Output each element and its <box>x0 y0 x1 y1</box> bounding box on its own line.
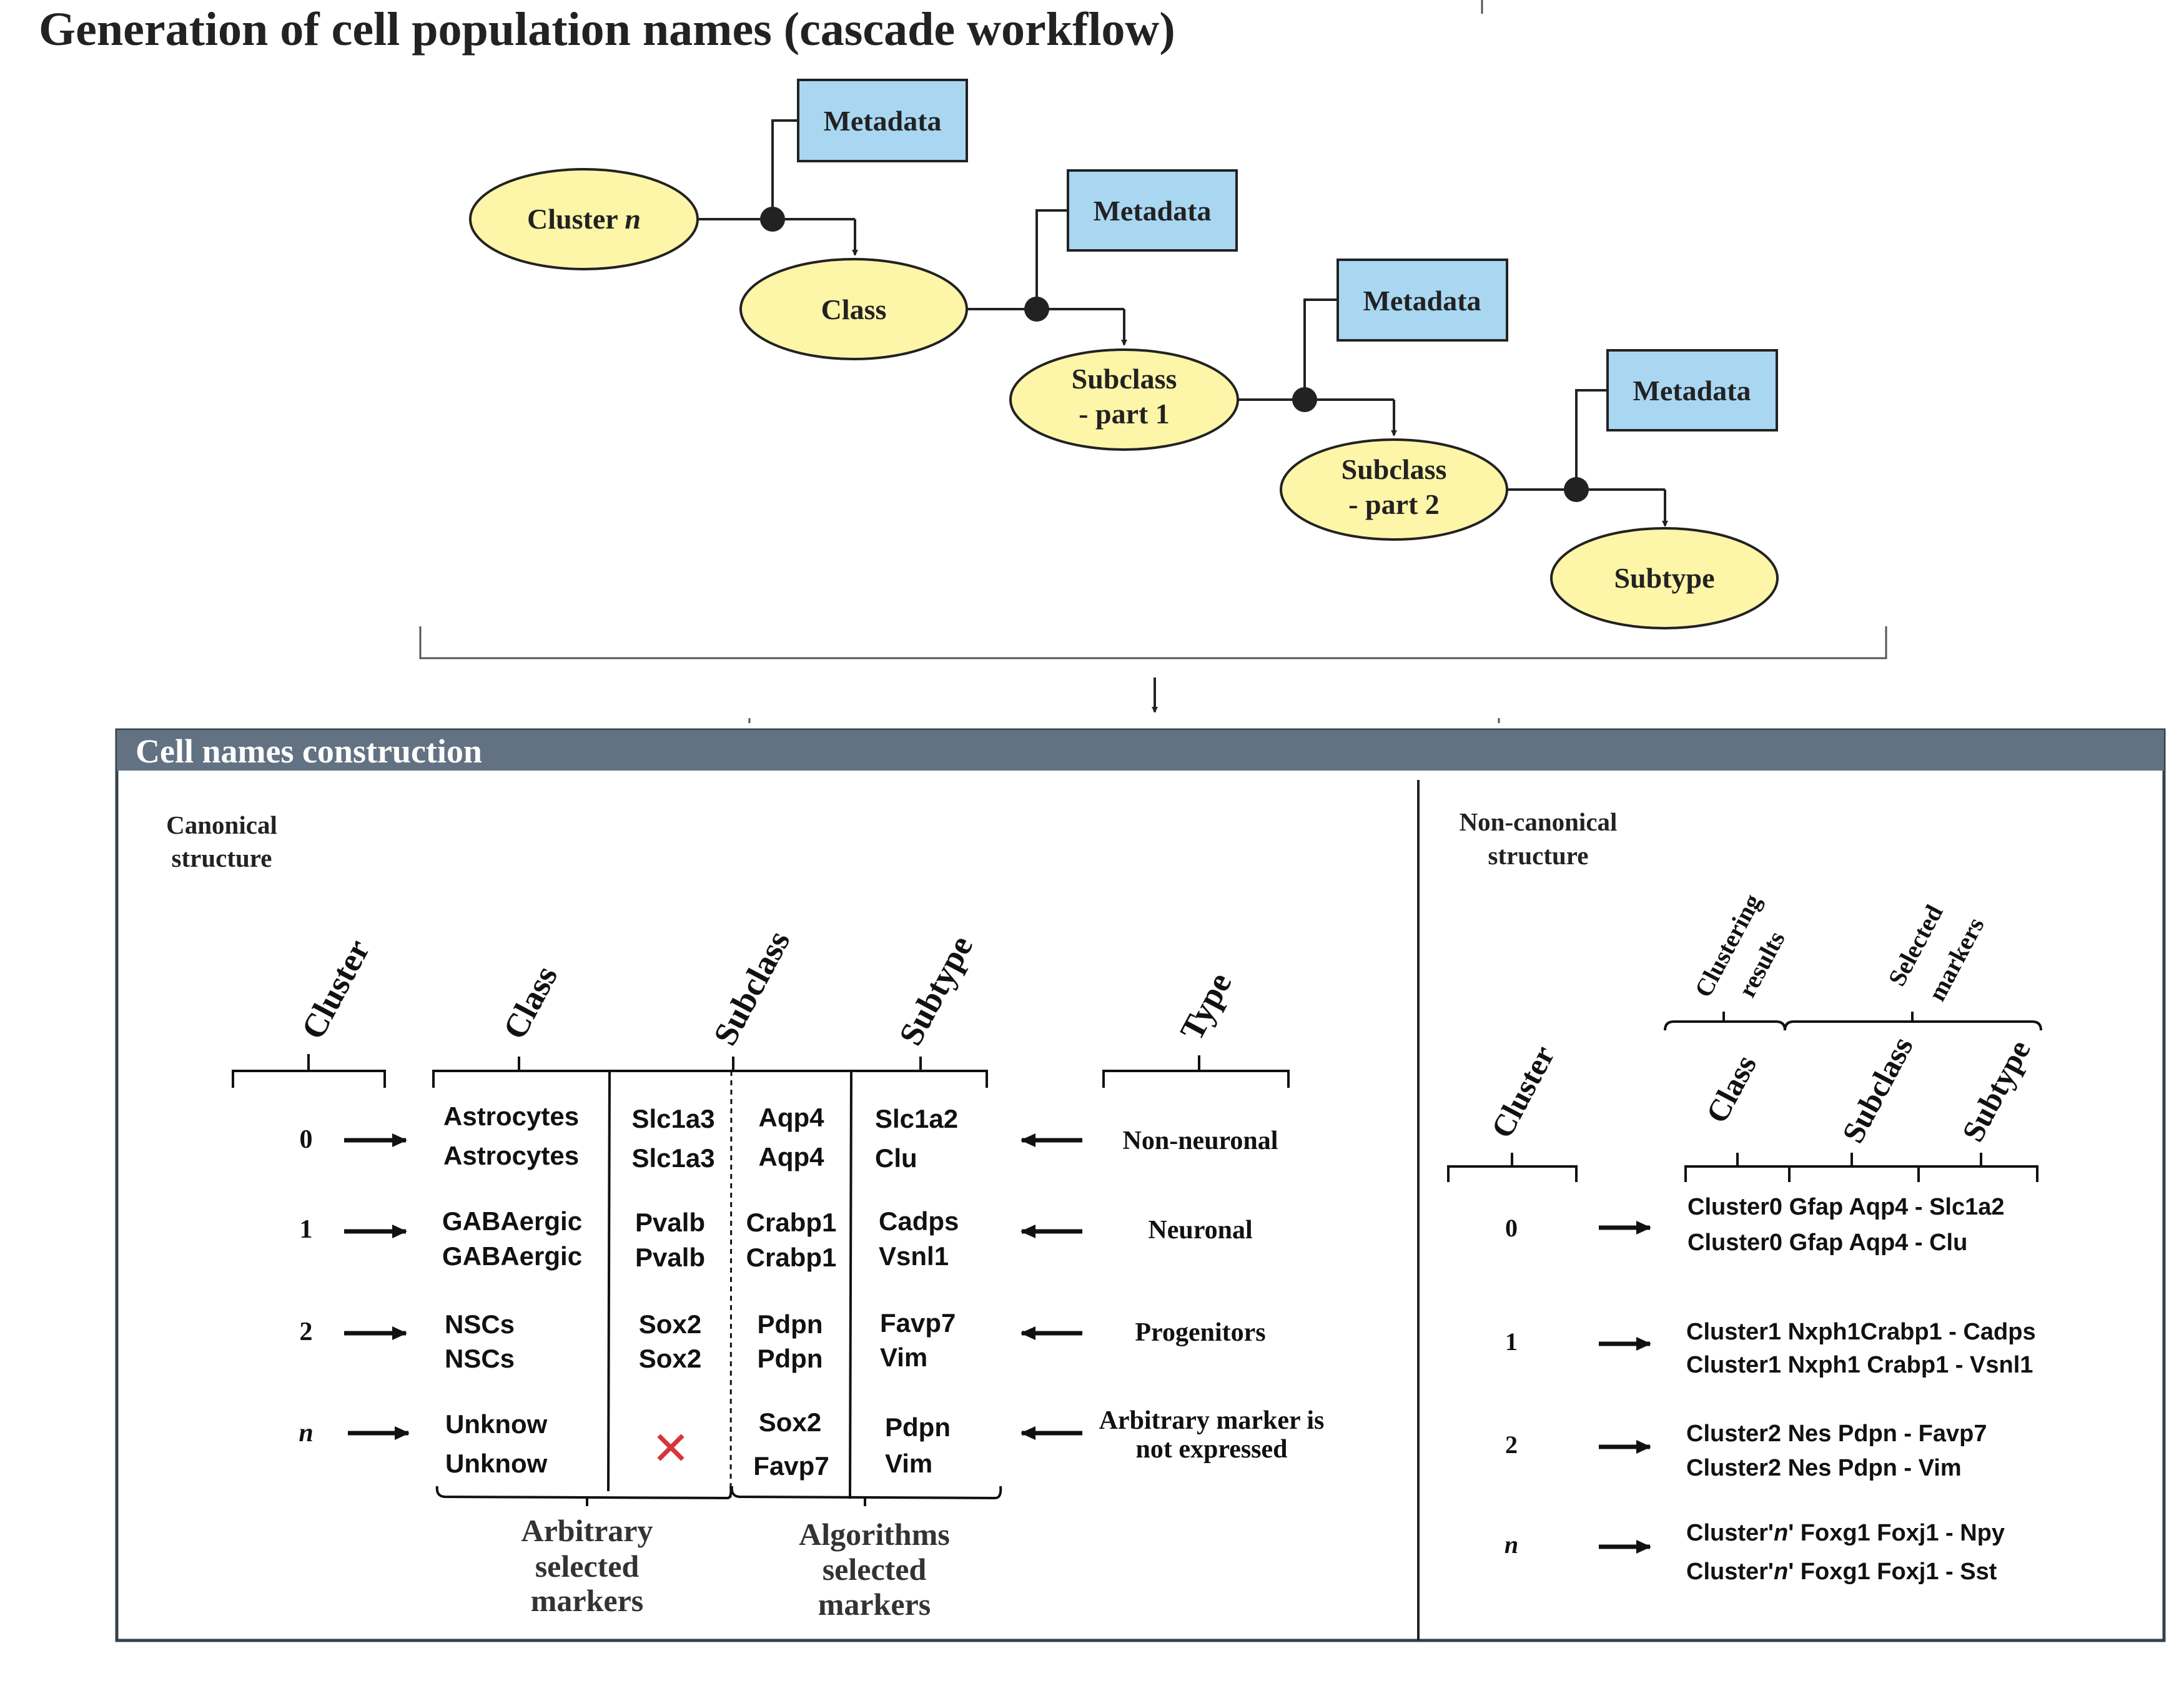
workflow-bracket <box>419 626 1887 659</box>
type-1: Neuronal <box>1148 1216 1252 1245</box>
canonical-right-arrows <box>344 1133 410 1440</box>
algorithms-label-1: Algorithms <box>799 1517 950 1552</box>
alg2-2-b: Vim <box>880 1343 927 1372</box>
arb-2-a: Sox2 <box>639 1309 701 1339</box>
class-n-b: Unknow <box>445 1449 548 1478</box>
alg1-n-b: Favp7 <box>753 1451 829 1481</box>
nc-name-2-b: Cluster2 Nes Pdpn - Vim <box>1686 1455 1962 1481</box>
arb-0-a: Slc1a3 <box>631 1104 714 1133</box>
alg1-2-b: Pdpn <box>758 1344 823 1373</box>
nc-cluster-1: 1 <box>1505 1328 1518 1356</box>
alg1-n-a: Sox2 <box>759 1408 821 1437</box>
class-2-a: NSCs <box>445 1309 515 1339</box>
metadata-label-3: Metadata <box>1363 285 1481 317</box>
canonical-header-brackets <box>232 1054 1290 1088</box>
canonical-cluster-0: 0 <box>300 1125 313 1154</box>
class-0-b: Astrocytes <box>443 1141 579 1170</box>
canonical-cluster-2: 2 <box>300 1318 313 1346</box>
node-subclass1-label-2: - part 1 <box>1079 398 1170 430</box>
class-1-a: GABAergic <box>442 1206 582 1236</box>
figure-title: Generation of cell population names (cas… <box>39 3 1175 56</box>
nc-name-0-a: Cluster0 Gfap Aqp4 - Slc1a2 <box>1687 1194 2005 1220</box>
arb-1-a: Pvalb <box>635 1208 705 1237</box>
node-class-label: Class <box>821 293 887 325</box>
nc-name-1-a: Cluster1 Nxph1Crabp1 - Cadps <box>1686 1319 2036 1345</box>
node-subtype-label: Subtype <box>1614 562 1714 594</box>
class-0-a: Astrocytes <box>443 1102 579 1131</box>
type-n-2: not expressed <box>1135 1435 1287 1464</box>
panel-header-title: Cell names construction <box>136 732 482 770</box>
node-subclass1-label-1: Subclass <box>1072 363 1177 395</box>
arbitrary-label-1: Arbitrary <box>521 1513 653 1548</box>
alg1-1-b: Crabp1 <box>746 1243 837 1272</box>
metadata-box-4 <box>1606 349 1778 431</box>
nc-cluster-0: 0 <box>1505 1214 1518 1242</box>
group-brackets <box>1664 1012 2042 1031</box>
canonical-heading-2: structure <box>172 844 272 872</box>
node-cluster-label: Cluster n <box>527 203 641 235</box>
arb-2-b: Sox2 <box>639 1344 701 1373</box>
noncanonical-arrows <box>1599 1221 1651 1554</box>
arb-0-b: Slc1a3 <box>631 1143 714 1173</box>
nc-cluster-n: n <box>1505 1531 1518 1559</box>
alg2-n-b: Vim <box>885 1449 932 1478</box>
canonical-cluster-n: n <box>299 1419 313 1447</box>
arbitrary-label-2: selected <box>535 1549 640 1584</box>
canonical-heading-1: Canonical <box>166 811 277 839</box>
nc-name-2-a: Cluster2 Nes Pdpn - Favp7 <box>1686 1421 1987 1447</box>
metadata-label-1: Metadata <box>823 105 941 137</box>
alg2-1-a: Cadps <box>879 1206 959 1236</box>
alg1-0-b: Aqp4 <box>759 1142 825 1171</box>
algorithms-label-3: markers <box>818 1587 931 1622</box>
alg2-0-b: Clu <box>875 1143 917 1173</box>
alg1-1-a: Crabp1 <box>746 1208 837 1237</box>
noncanonical-heading-2: structure <box>1488 841 1589 870</box>
alg1-2-a: Pdpn <box>758 1309 823 1339</box>
node-subclass-part2 <box>1280 438 1508 541</box>
alg2-0-a: Slc1a2 <box>875 1104 958 1133</box>
canonical-cluster-1: 1 <box>300 1215 313 1244</box>
alg1-0-a: Aqp4 <box>759 1103 825 1132</box>
alg2-1-b: Vsnl1 <box>879 1241 949 1271</box>
node-subclass2-label-2: - part 2 <box>1348 488 1440 520</box>
no-marker-cross-icon: ✕ <box>651 1422 690 1474</box>
metadata-box-2 <box>1067 169 1238 252</box>
metadata-box-3 <box>1337 259 1508 342</box>
metadata-label-2: Metadata <box>1093 195 1211 227</box>
alg2-n-a: Pdpn <box>885 1413 951 1442</box>
junction-dots <box>760 207 1589 502</box>
algorithms-label-2: selected <box>823 1552 927 1587</box>
nc-name-0-b: Cluster0 Gfap Aqp4 - Clu <box>1687 1230 1967 1256</box>
node-class <box>739 258 968 360</box>
canonical-left-arrows <box>1020 1133 1082 1440</box>
canonical-column-dividers <box>607 1070 852 1499</box>
type-0: Non-neuronal <box>1123 1127 1278 1155</box>
class-2-b: NSCs <box>445 1344 515 1373</box>
class-n-a: Unknow <box>445 1409 548 1439</box>
alg2-2-a: Favp7 <box>880 1308 956 1338</box>
type-2: Progenitors <box>1135 1318 1265 1347</box>
nc-name-n-b: Cluster'n' Foxg1 Foxj1 - Sst <box>1686 1559 1997 1585</box>
canonical-bottom-brackets <box>435 1486 1002 1506</box>
nc-name-1-b: Cluster1 Nxph1 Crabp1 - Vsnl1 <box>1686 1352 2033 1378</box>
arbitrary-label-3: markers <box>531 1583 644 1618</box>
nc-cluster-2: 2 <box>1505 1431 1518 1459</box>
nc-name-n-a: Cluster'n' Foxg1 Foxj1 - Npy <box>1686 1520 2005 1546</box>
type-n-1: Arbitrary marker is <box>1099 1406 1325 1435</box>
panel-header-bar <box>117 730 2164 771</box>
noncanonical-header-brackets <box>1447 1153 2038 1182</box>
metadata-box-1 <box>797 79 968 162</box>
node-subclass-part1 <box>1009 348 1239 451</box>
node-cluster <box>469 168 699 270</box>
node-subtype <box>1550 527 1779 629</box>
arb-1-b: Pvalb <box>635 1243 705 1272</box>
noncanonical-heading-1: Non-canonical <box>1460 807 1618 836</box>
names-panel <box>115 728 2166 1642</box>
class-1-b: GABAergic <box>442 1241 582 1271</box>
metadata-label-4: Metadata <box>1633 375 1751 407</box>
node-subclass2-label-1: Subclass <box>1342 453 1447 485</box>
